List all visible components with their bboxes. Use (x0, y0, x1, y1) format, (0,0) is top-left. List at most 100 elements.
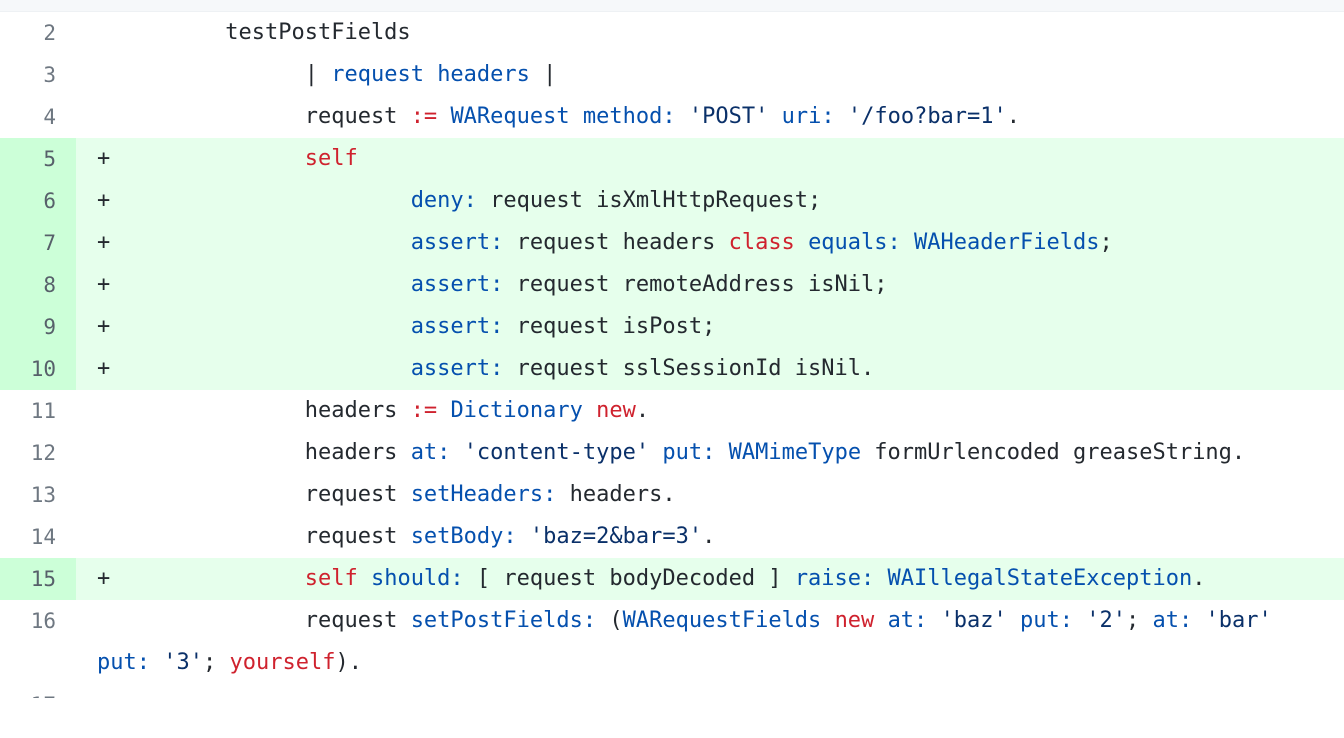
line-number[interactable]: 5 (0, 138, 76, 180)
code-line: + self should: [ request bodyDecoded ] r… (97, 558, 1327, 600)
code-text: headers (212, 398, 411, 423)
line-number[interactable]: 8 (0, 264, 76, 306)
code-line: request := WARequest method: 'POST' uri:… (97, 96, 1327, 138)
diff-marker: + (97, 188, 111, 213)
code-line: + assert: request isPost; (97, 306, 1327, 348)
code-line: | request headers | (97, 54, 1327, 96)
string-literal: '/foo?bar=1' (847, 104, 1007, 129)
code-text (212, 566, 305, 591)
line-number[interactable]: 6 (0, 180, 76, 222)
code-text (901, 230, 914, 255)
line-number[interactable]: 13 (30, 483, 56, 507)
code-text: . (1192, 566, 1206, 591)
diff-row-added: 15 + self should: [ request bodyDecoded ]… (0, 558, 1344, 600)
line-number[interactable]: 4 (43, 105, 56, 129)
code-text (1192, 608, 1205, 633)
code-text (768, 104, 781, 129)
identifier-token: put: (97, 650, 150, 675)
code-line: + assert: request sslSessionId isNil. (97, 348, 1327, 390)
identifier-token: WARequestFields (622, 608, 822, 633)
keyword-token: := (410, 398, 438, 423)
code-text (676, 104, 689, 129)
code-line: + assert: request remoteAddress isNil; (97, 264, 1327, 306)
identifier-token: assert: (410, 230, 504, 255)
code-line: headers at: 'content-type' put: WAMimeTy… (97, 432, 1327, 474)
code-text: request headers (503, 230, 729, 255)
code-text (570, 104, 583, 129)
code-text: request remoteAddress isNil; (503, 272, 888, 297)
identifier-token: request (331, 62, 424, 87)
code-line: testPostFields (97, 12, 1327, 54)
string-literal: 'POST' (688, 104, 769, 129)
code-text (212, 146, 305, 171)
identifier-token: method: (582, 104, 676, 129)
identifier-token: WAMimeType (728, 440, 862, 465)
string-literal: 'baz=2&bar=3' (529, 524, 703, 549)
string-literal: 'bar' (1205, 608, 1272, 633)
code-text (358, 566, 371, 591)
diff-row-context: 13 request setHeaders: headers. (0, 474, 1344, 516)
code-text (715, 440, 728, 465)
code-text (1007, 608, 1020, 633)
diff-row-context: 2 testPostFields (0, 12, 1344, 54)
line-number[interactable]: 14 (30, 525, 56, 549)
identifier-token: equals: (808, 230, 901, 255)
line-number[interactable]: 10 (0, 348, 76, 390)
identifier-token: put: (662, 440, 716, 465)
line-number[interactable]: 9 (0, 306, 76, 348)
code-text (1073, 608, 1086, 633)
identifier-token: raise: (794, 566, 875, 591)
code-text: request isXmlHttpRequest; (476, 188, 822, 213)
keyword-token: yourself (229, 650, 336, 675)
code-text: headers (212, 440, 411, 465)
code-text: formUrlencoded greaseString. (861, 440, 1246, 465)
code-text (212, 272, 411, 297)
line-number[interactable]: 16 (30, 609, 56, 633)
diff-row-context: 12 headers at: 'content-type' put: WAMim… (0, 432, 1344, 474)
keyword-token: self (304, 146, 358, 171)
code-text (424, 62, 437, 87)
identifier-token: uri: (781, 104, 835, 129)
line-number[interactable]: 2 (43, 21, 56, 45)
line-number[interactable]: 3 (43, 63, 56, 87)
code-text (874, 608, 887, 633)
identifier-token: at: (410, 440, 451, 465)
keyword-token: new (596, 398, 636, 423)
line-number[interactable]: 12 (30, 441, 56, 465)
keyword-token: class (728, 230, 795, 255)
code-text: ; (1099, 230, 1113, 255)
code-text (212, 230, 411, 255)
diff-row-added: 8 + assert: request remoteAddress isNil; (0, 264, 1344, 306)
line-number (0, 698, 76, 736)
line-number[interactable]: 15 (0, 558, 76, 600)
diff-row-added: 5+ self (0, 138, 1344, 180)
string-literal: 'baz' (940, 608, 1007, 633)
diff-row-context: 4 request := WARequest method: 'POST' ur… (0, 96, 1344, 138)
diff-marker: + (97, 356, 111, 381)
code-text (927, 608, 940, 633)
code-text (874, 566, 887, 591)
code-text (649, 440, 662, 465)
diff-row-added: 6+ deny: request isXmlHttpRequest; (0, 180, 1344, 222)
identifier-token: assert: (410, 314, 504, 339)
code-text: request isPost; (503, 314, 716, 339)
identifier-token: WAIllegalStateException (887, 566, 1193, 591)
code-line: + assert: request headers class equals: … (97, 222, 1327, 264)
code-text: ; (1126, 608, 1153, 633)
line-number[interactable]: 7 (0, 222, 76, 264)
string-literal: '3' (163, 650, 203, 675)
code-text (212, 188, 411, 213)
code-text (835, 104, 848, 129)
code-text (212, 314, 411, 339)
code-text: . (1006, 104, 1021, 129)
line-number[interactable]: 11 (30, 399, 56, 423)
code-line: request setPostFields: (WARequestFields … (97, 600, 1327, 684)
code-text: . (635, 398, 650, 423)
code-text (437, 398, 450, 423)
code-text: . (702, 524, 716, 549)
code-text: [ request bodyDecoded ] (463, 566, 795, 591)
identifier-token: assert: (410, 356, 504, 381)
code-text: request (212, 608, 411, 633)
keyword-token: new (834, 608, 875, 633)
